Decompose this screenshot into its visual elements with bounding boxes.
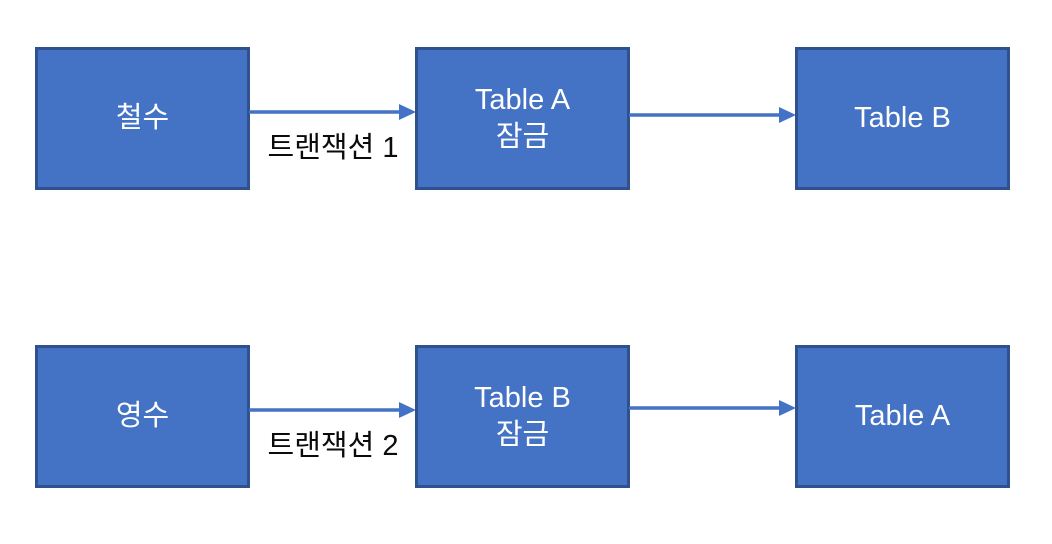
lock-box-2-line2: 잠금 [495, 418, 550, 451]
target-box-1: Table B [795, 47, 1010, 190]
arrow-actor2-to-lock2 [249, 402, 416, 418]
lock-box-2-line1: Table B [474, 382, 571, 415]
lock-box-1: Table A 잠금 [415, 47, 630, 190]
target-label-2: Table A [854, 400, 951, 433]
actor-box-1: 철수 [35, 47, 250, 190]
transaction-label-2: 트랜잭션 2 [267, 430, 399, 462]
transaction-label-1: 트랜잭션 1 [267, 132, 399, 164]
actor-label-1: 철수 [115, 102, 170, 135]
target-label-1: Table B [854, 102, 951, 135]
lock-box-1-line1: Table A [474, 84, 571, 117]
arrow-lock1-to-target1 [629, 107, 796, 123]
arrow-actor1-to-lock1 [249, 104, 416, 120]
lock-box-1-line2: 잠금 [495, 120, 550, 153]
actor-label-2: 영수 [115, 400, 170, 433]
arrow-lock2-to-target2 [629, 400, 796, 416]
target-box-2: Table A [795, 345, 1010, 488]
lock-box-2: Table B 잠금 [415, 345, 630, 488]
actor-box-2: 영수 [35, 345, 250, 488]
